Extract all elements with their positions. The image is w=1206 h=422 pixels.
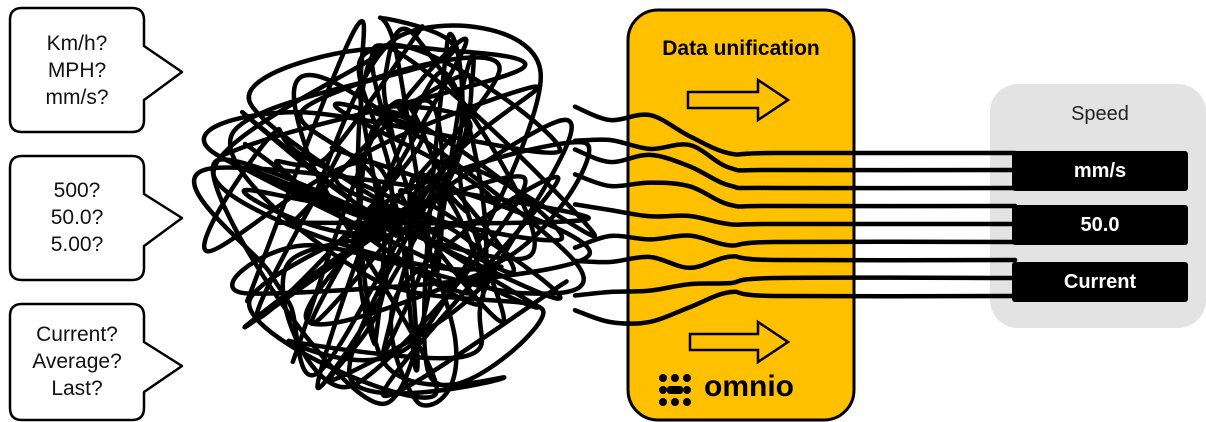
speed-title: Speed bbox=[1071, 103, 1129, 125]
data-unification-title: Data unification bbox=[662, 37, 820, 60]
bubble-aggregation-text: Current? Average? Last? bbox=[32, 323, 122, 400]
unified-wire bbox=[572, 254, 1018, 271]
speech-bubble-aggregation bbox=[8, 302, 184, 422]
arrow-right-icon bbox=[686, 77, 791, 123]
unified-wire bbox=[572, 137, 1018, 173]
bubble-precision-text: 500? 50.0? 5.00? bbox=[50, 179, 104, 256]
unified-wire bbox=[572, 233, 1018, 250]
unified-wire bbox=[572, 147, 1018, 191]
unified-wire bbox=[572, 289, 1018, 326]
tangle-strand bbox=[230, 72, 592, 400]
speech-bubble-units bbox=[8, 6, 184, 134]
unified-wire bbox=[572, 172, 1018, 209]
unified-wire bbox=[572, 275, 1018, 298]
unit-tag: mm/s bbox=[1012, 151, 1188, 191]
arrow-right-icon bbox=[688, 319, 791, 365]
omnio-brand-text: omnio bbox=[704, 370, 794, 403]
speech-bubble-precision bbox=[8, 154, 184, 282]
unified-wire bbox=[572, 104, 1018, 157]
omnio-logo-icon bbox=[659, 374, 691, 406]
unified-wire bbox=[572, 202, 1018, 228]
unified-wires bbox=[572, 104, 1018, 326]
aggregation-tag: Current bbox=[1012, 262, 1188, 302]
bubble-units-text: Km/h? MPH? mm/s? bbox=[45, 32, 109, 109]
value-tag: 50.0 bbox=[1012, 205, 1188, 245]
tangle-strand bbox=[201, 26, 562, 396]
tangled-wires bbox=[191, 15, 598, 408]
tangle-strand bbox=[227, 15, 546, 391]
